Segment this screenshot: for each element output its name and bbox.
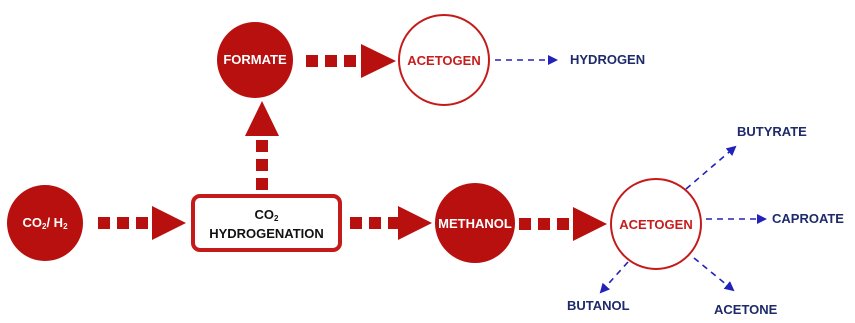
product-acetone: ACETONE — [714, 302, 778, 317]
product-butanol: BUTANOL — [567, 298, 630, 313]
arrow-hydrogenation-to-methanol — [350, 206, 432, 240]
arrow-formate-to-acetogen — [306, 44, 396, 78]
formate-label: FORMATE — [223, 52, 287, 67]
co2-h2-label: CO2/ H2 — [7, 215, 83, 231]
acetogen-top-label: ACETOGEN — [407, 53, 481, 68]
co2-h2-sub2: 2 — [63, 222, 68, 231]
product-caproate: CAPROATE — [772, 211, 844, 226]
co2-hydrogenation-co: CO — [254, 207, 275, 222]
arrow-to-butyrate — [685, 145, 737, 190]
acetogen-top-node — [398, 14, 490, 106]
product-butyrate: BUTYRATE — [737, 124, 807, 139]
co2-h2-main: CO — [22, 215, 42, 230]
formate-node — [217, 22, 293, 98]
co2-hydrogenation-label: CO2 HYDROGENATION — [193, 207, 340, 241]
co2-hydrogenation-line2: HYDROGENATION — [209, 226, 324, 241]
arrow-to-acetone — [693, 257, 735, 292]
co2-h2-node — [7, 185, 83, 261]
co2-hydrogenation-line1: CO2 — [193, 207, 340, 226]
co2-h2-sub1: 2 — [41, 222, 47, 231]
methanol-label: METHANOL — [438, 216, 512, 231]
co2-hydrogenation-sub: 2 — [274, 214, 279, 223]
arrow-hydrogenation-to-formate — [245, 101, 279, 190]
acetogen-bottom-node — [610, 178, 702, 270]
methanol-node — [435, 183, 515, 263]
product-hydrogen: HYDROGEN — [570, 52, 646, 67]
co2-hydrogenation-box — [191, 194, 342, 252]
arrow-co2-to-hydrogenation — [98, 206, 186, 240]
arrow-methanol-to-acetogen — [519, 207, 607, 241]
arrow-to-butanol — [599, 261, 629, 294]
acetogen-bottom-label: ACETOGEN — [619, 217, 693, 232]
co2-h2-sep: / H — [46, 215, 64, 230]
